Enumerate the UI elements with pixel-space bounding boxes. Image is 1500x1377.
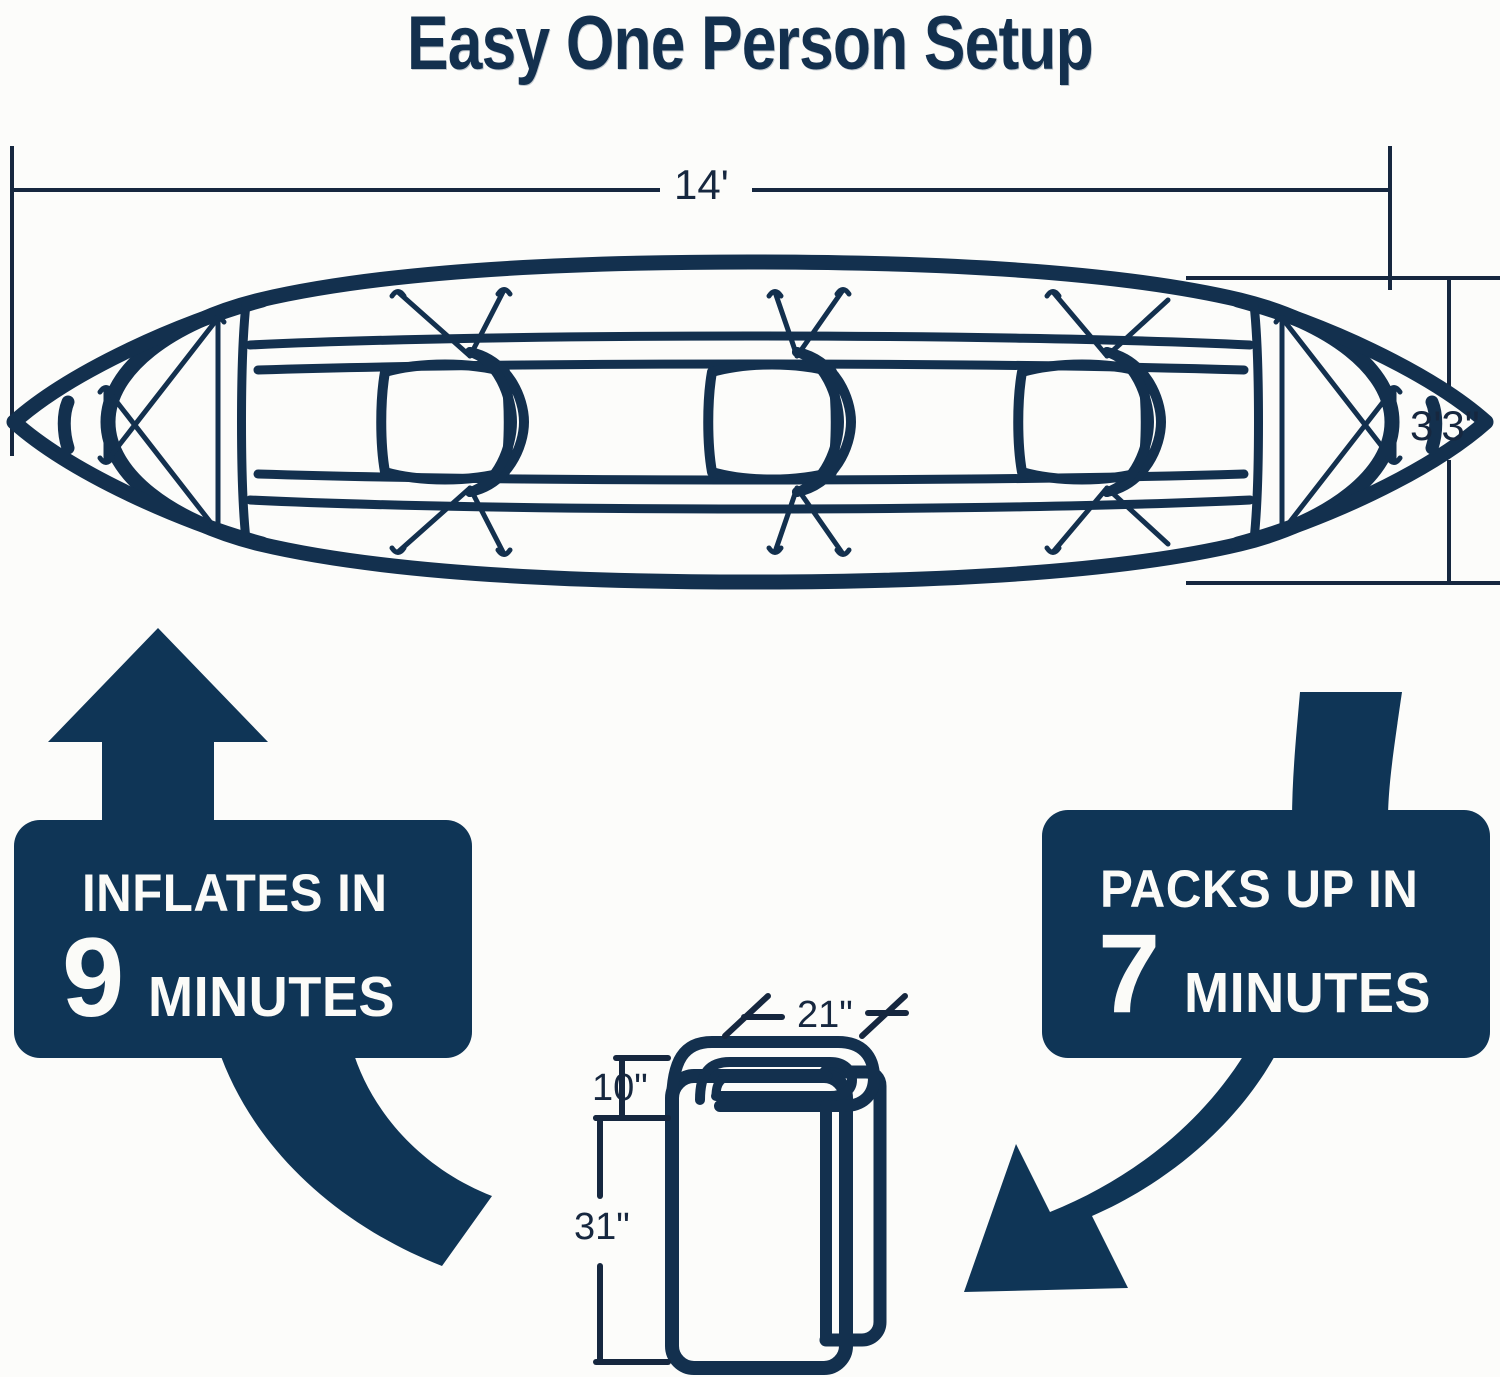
d-ring-bow-tl	[97, 385, 115, 395]
d-ring-stern-tr	[1385, 385, 1403, 395]
d-ring-stern-tl	[1273, 315, 1291, 325]
kayak-width-label: 3'3"	[1410, 402, 1480, 449]
seat-2-backrest-outer	[792, 347, 856, 497]
kayak-bow-tip	[6, 292, 270, 552]
kayak-illustration	[6, 254, 1494, 590]
kayak-seat-3	[1013, 289, 1171, 555]
seat-3-backrest-inner	[1102, 347, 1154, 497]
inflates-arrow-tail	[218, 1048, 492, 1266]
packs-arrow-head	[964, 1030, 1278, 1292]
kayak-bow-bungee	[97, 315, 227, 535]
kayak-rail-bottom	[245, 495, 1255, 514]
kayak-stern-handle	[1425, 395, 1443, 455]
kayak-seat-1	[376, 287, 529, 557]
seat-1-backrest-inner	[465, 347, 517, 497]
d-ring-bow-br	[209, 525, 227, 535]
inflates-minutes-number: 9	[62, 915, 124, 1040]
seat-2-cushion	[703, 359, 841, 485]
seat-2-straps	[766, 287, 852, 557]
packs-badge-heading: PACKS UP IN	[1100, 860, 1419, 919]
seat-3-cushion	[1013, 359, 1151, 485]
inflates-badge-value-row: 9 MINUTES	[62, 915, 408, 1040]
seat-3-straps	[1044, 289, 1171, 555]
kayak-bow-handle	[57, 395, 75, 455]
bag-dimension-lines	[593, 993, 909, 1365]
inflates-minutes-unit: MINUTES	[148, 965, 396, 1029]
kayak-length-label: 14'	[674, 161, 729, 208]
bag-depth-label: 10"	[592, 1067, 648, 1109]
d-ring-stern-br	[1385, 455, 1403, 465]
inflates-badge: INFLATES IN 9 MINUTES	[14, 820, 472, 1058]
bag-width-label: 21"	[797, 994, 853, 1036]
packs-badge-value-row: 7 MINUTES	[1098, 911, 1444, 1036]
kayak-hull-outline	[100, 254, 1400, 590]
bag-roll-inner-1	[695, 1057, 857, 1105]
kayak-stern-tip	[1230, 292, 1494, 552]
seat-1-backrest-outer	[465, 347, 529, 497]
inflates-badge-heading: INFLATES IN	[82, 864, 388, 923]
kayak-bulkhead-front	[237, 299, 251, 545]
seat-3-backrest-outer	[1102, 347, 1166, 497]
d-ring-bow-tr	[209, 315, 227, 325]
seat-1-straps	[389, 287, 513, 557]
bag-height-label: 31"	[574, 1206, 630, 1248]
bag-body	[665, 1069, 853, 1375]
page-title: Easy One Person Setup	[407, 1, 1094, 86]
packs-arrow-tail	[1292, 692, 1402, 822]
bag-roll-inner-2	[711, 1071, 833, 1101]
length-dimension-group	[10, 146, 1392, 456]
width-dimension-group	[1186, 276, 1500, 585]
packs-minutes-number: 7	[1098, 911, 1160, 1036]
kayak-bulkhead-back	[1249, 299, 1263, 545]
d-ring-stern-bl	[1273, 525, 1291, 535]
inflates-arrow	[48, 628, 268, 830]
packs-minutes-unit: MINUTES	[1184, 961, 1432, 1025]
d-ring-bow-bl	[97, 455, 115, 465]
packed-bag-illustration	[665, 1036, 887, 1375]
kayak-seat-2	[703, 287, 856, 557]
seat-2-backrest-inner	[792, 347, 844, 497]
bag-roll-flap	[666, 1036, 880, 1112]
kayak-rail-top	[245, 331, 1255, 350]
packs-badge: PACKS UP IN 7 MINUTES	[1042, 810, 1490, 1058]
kayak-stern-bungee	[1273, 315, 1403, 535]
seat-1-cushion	[376, 359, 514, 485]
